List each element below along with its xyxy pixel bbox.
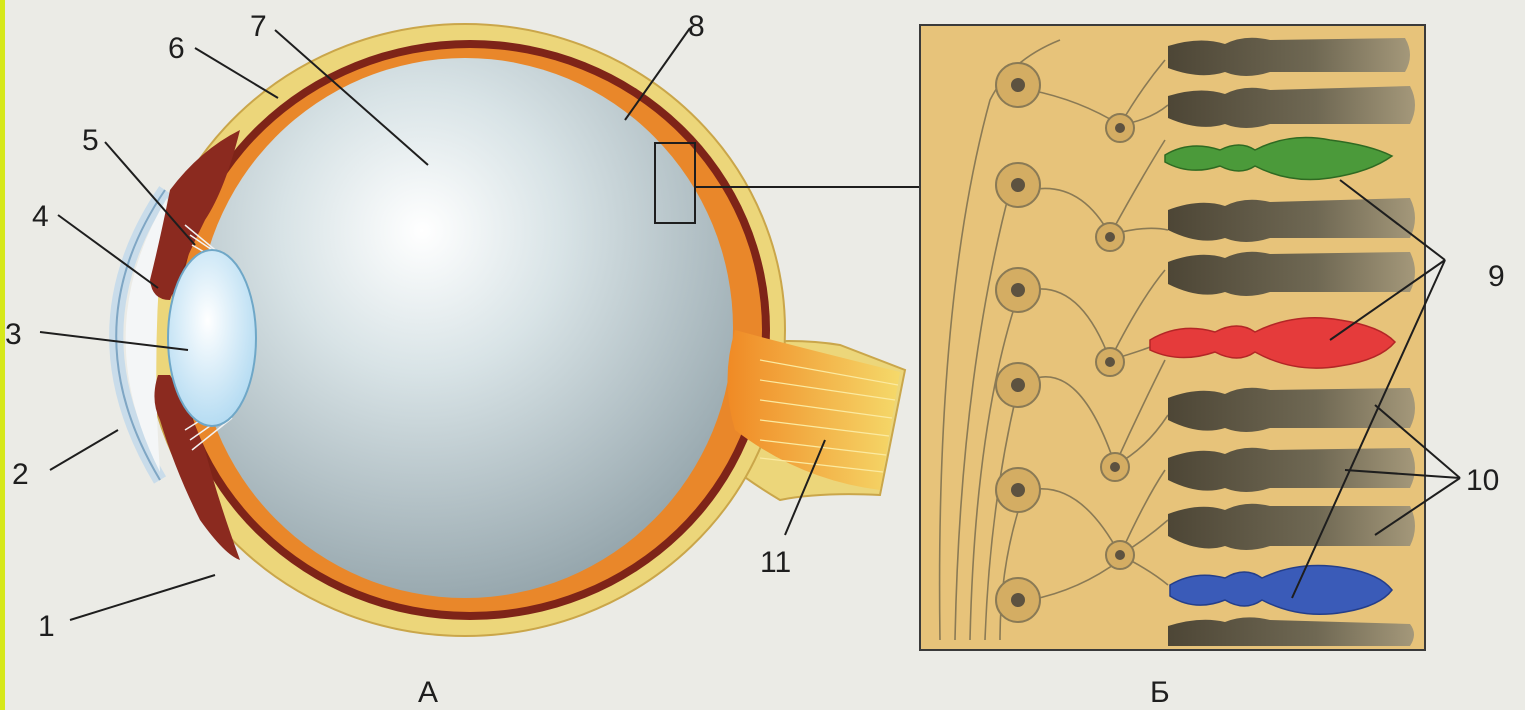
caption-b: Б (1150, 676, 1170, 709)
retina-inset (920, 25, 1425, 650)
label-5: 5 (82, 124, 99, 157)
frame-accent (0, 0, 5, 710)
vitreous-body (197, 58, 733, 598)
label-2: 2 (12, 458, 29, 491)
label-8: 8 (688, 10, 705, 43)
eye-cross-section (100, 24, 920, 636)
label-4: 4 (32, 200, 49, 233)
caption-a: А (418, 676, 438, 709)
label-1: 1 (38, 610, 55, 643)
label-9: 9 (1488, 260, 1505, 293)
label-3: 3 (5, 318, 22, 351)
label-10: 10 (1466, 464, 1499, 497)
label-6: 6 (168, 32, 185, 65)
label-7: 7 (250, 10, 267, 43)
label-11: 11 (760, 546, 791, 579)
lens (168, 250, 256, 426)
